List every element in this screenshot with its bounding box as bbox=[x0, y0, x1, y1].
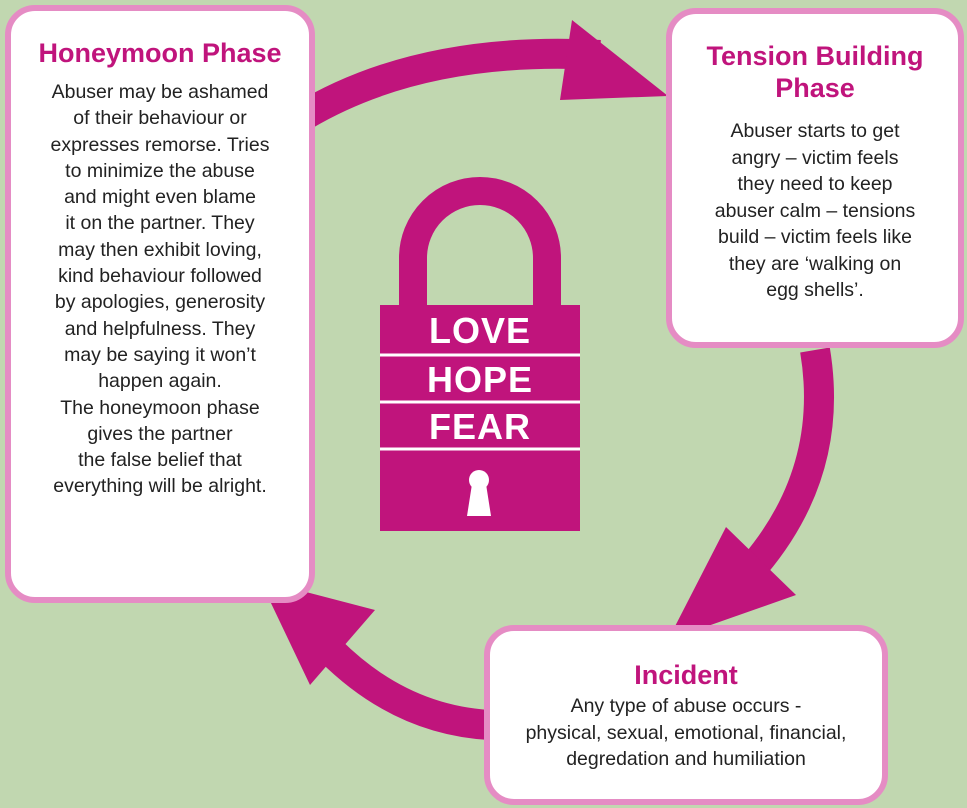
honeymoon-phase-title: Honeymoon Phase bbox=[38, 38, 282, 68]
lock-word-hope: HOPE bbox=[427, 359, 533, 400]
incident-card: Incident Any type of abuse occurs - phys… bbox=[484, 625, 888, 805]
tension-building-phase-description: Abuser starts to get angry – victim feel… bbox=[714, 120, 916, 301]
incident-description: Any type of abuse occurs - physical, sex… bbox=[525, 695, 847, 770]
padlock-shackle bbox=[399, 177, 561, 306]
honeymoon-phase-card: Honeymoon Phase Abuser may be ashamed of… bbox=[5, 5, 315, 603]
incident-title: Incident bbox=[634, 660, 738, 690]
lock-word-fear: FEAR bbox=[429, 406, 531, 447]
tension-building-phase-title: Tension Building Phase bbox=[706, 41, 924, 103]
lock-word-love: LOVE bbox=[429, 310, 531, 351]
tension-building-phase-card: Tension Building Phase Abuser starts to … bbox=[666, 8, 964, 348]
keyhole-icon bbox=[467, 470, 491, 516]
arrow-honeymoon-to-tension bbox=[292, 20, 668, 131]
padlock: LOVE HOPE FEAR bbox=[380, 177, 580, 531]
arrow-incident-to-honeymoon bbox=[260, 580, 492, 740]
arrow-tension-to-incident bbox=[668, 347, 834, 640]
honeymoon-phase-description: Abuser may be ashamed of their behaviour… bbox=[50, 81, 270, 498]
